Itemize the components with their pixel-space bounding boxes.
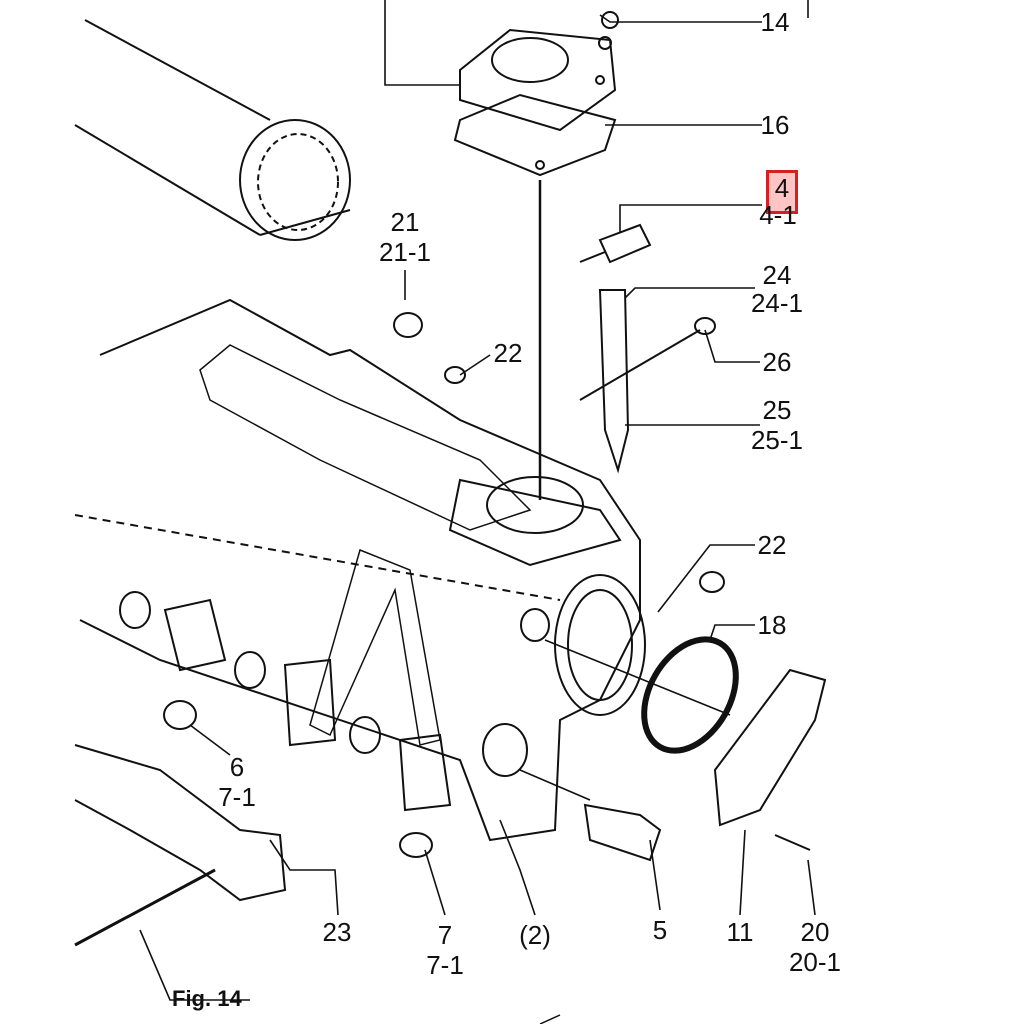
bolt (774, 834, 811, 851)
callout-4-1[interactable]: 4-1 (759, 200, 797, 230)
figure-reference[interactable]: Fig. 14 (172, 986, 242, 1011)
thermostat-cover (453, 11, 619, 177)
callout-7-1[interactable]: 7-1 (426, 950, 464, 980)
highlight-box (766, 170, 798, 214)
callout-22[interactable]: 22 (757, 530, 787, 560)
fittings (393, 223, 725, 593)
o-ring (641, 636, 739, 754)
callout-11[interactable]: 11 (726, 917, 754, 947)
callout-7-1[interactable]: 7-1 (218, 782, 256, 812)
callout-25-1[interactable]: 25-1 (750, 425, 804, 455)
callout-18[interactable]: 18 (757, 610, 787, 640)
callout-26[interactable]: 26 (762, 347, 792, 377)
callout-21[interactable]: 21 (390, 207, 420, 237)
callout-21-1[interactable]: 21-1 (378, 237, 432, 267)
callout-20-1[interactable]: 20-1 (788, 947, 842, 977)
stud-bolt (74, 868, 216, 947)
callout-2[interactable]: (2) (519, 920, 551, 950)
callout-4[interactable]: 4 (774, 173, 790, 203)
housing-cover (713, 668, 827, 827)
gasket (74, 744, 287, 902)
callout-22[interactable]: 22 (493, 338, 523, 368)
callout-24-1[interactable]: 24-1 (750, 288, 804, 318)
manifold-body (74, 298, 646, 842)
callout-25[interactable]: 25 (762, 395, 792, 425)
callout-20[interactable]: 20 (800, 917, 830, 947)
callout-14[interactable]: 14 (760, 7, 790, 37)
callout-23[interactable]: 23 (322, 917, 352, 947)
callout-5[interactable]: 5 (652, 915, 668, 945)
leader-lines (139, 0, 816, 1001)
plug (583, 803, 662, 862)
callout-24[interactable]: 24 (762, 260, 792, 290)
filter-cylinder (74, 19, 351, 241)
callout-7[interactable]: 7 (437, 920, 453, 950)
callout-6[interactable]: 6 (229, 752, 245, 782)
callout-16[interactable]: 16 (760, 110, 790, 140)
